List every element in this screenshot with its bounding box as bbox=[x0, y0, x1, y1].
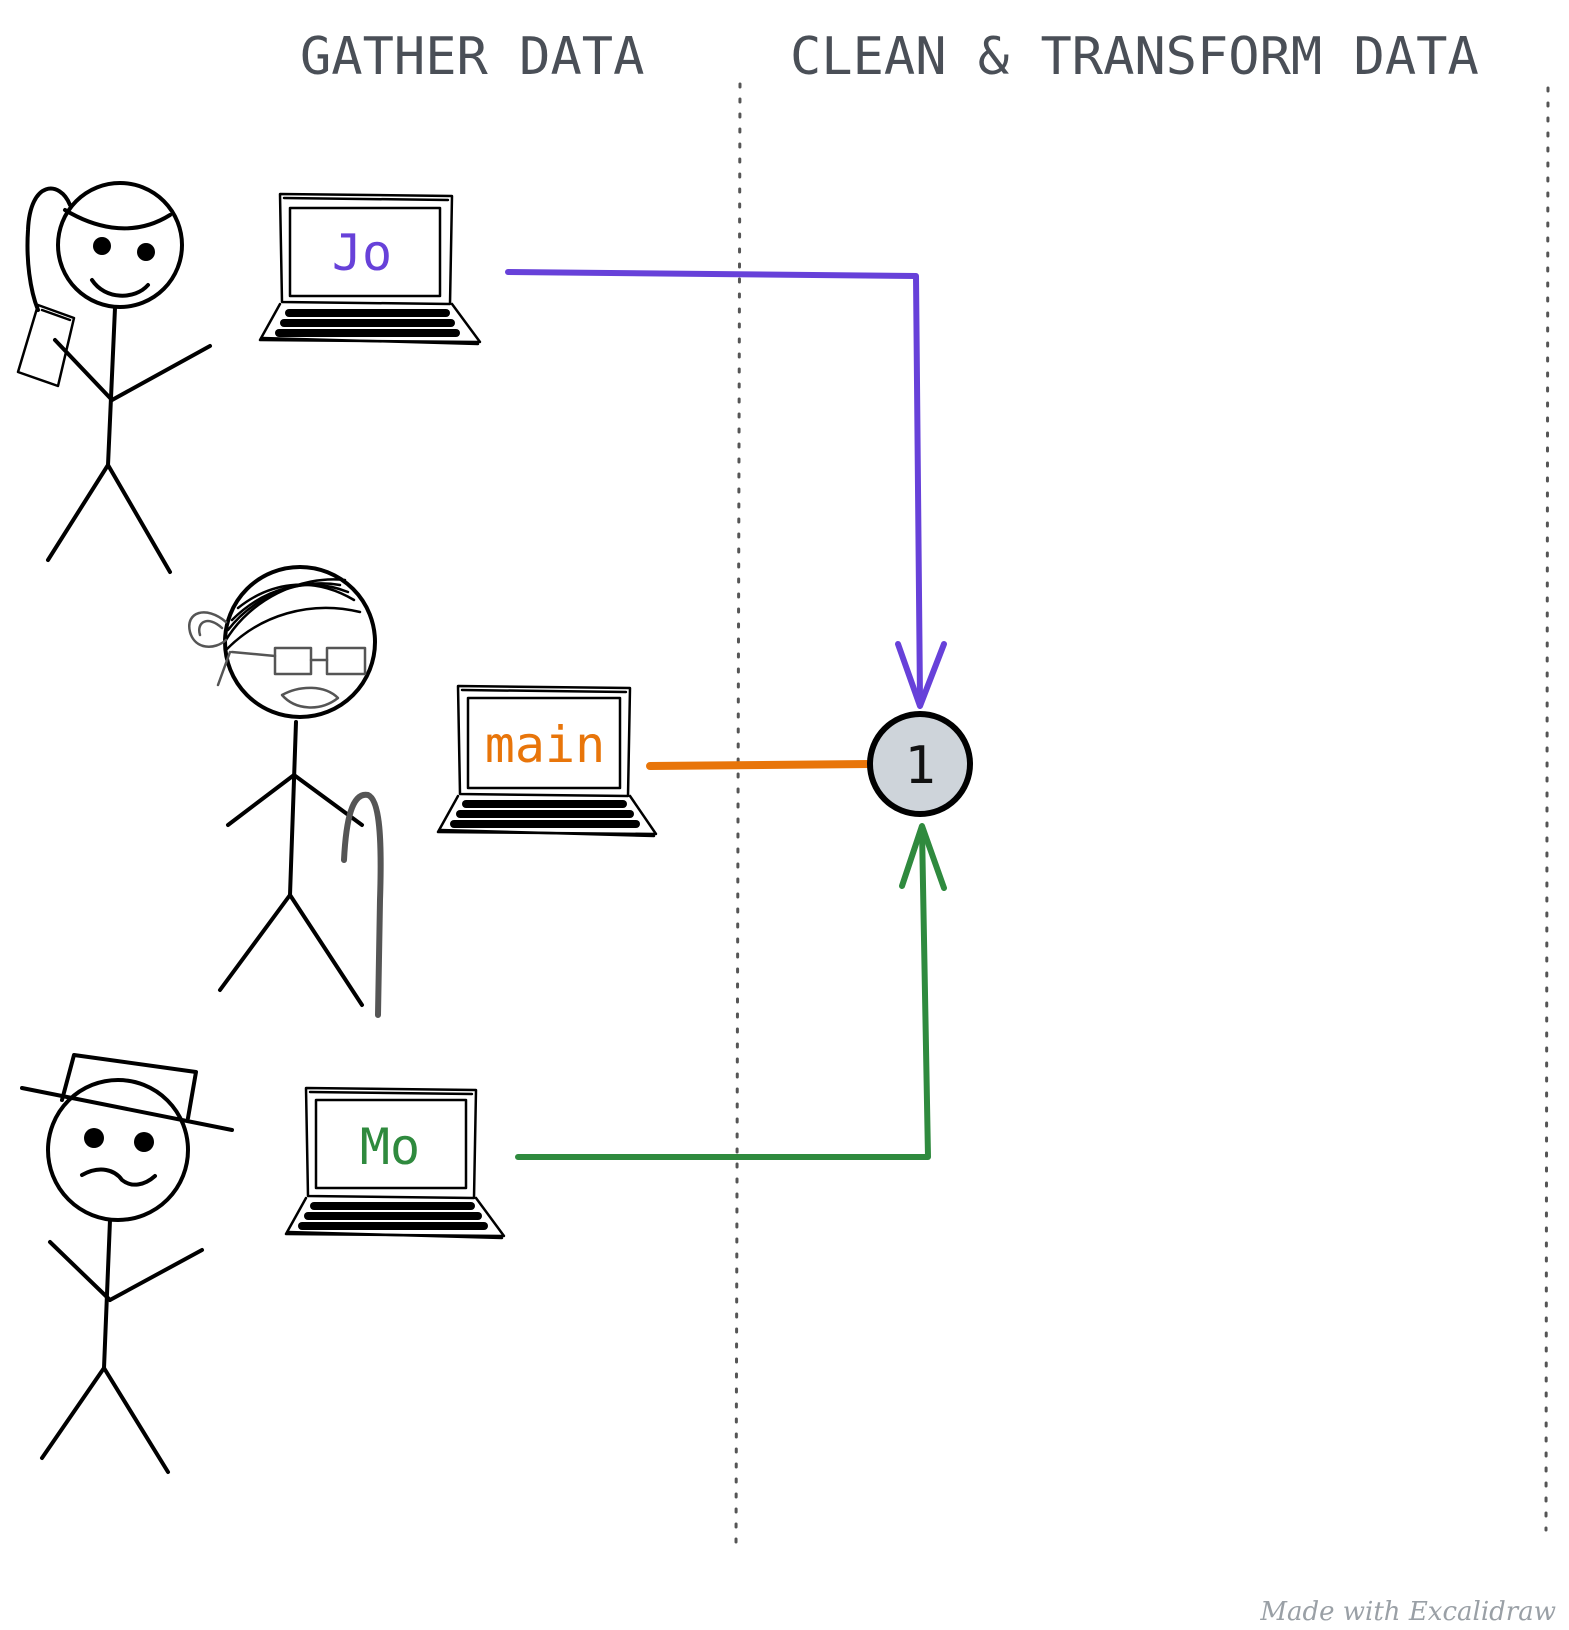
laptop-main-label: main bbox=[485, 716, 605, 774]
node-1-label: 1 bbox=[904, 736, 935, 796]
watermark: Made with Excalidraw bbox=[1259, 1597, 1556, 1627]
line-main-to-node bbox=[646, 760, 874, 770]
arrow-jo-to-node bbox=[505, 269, 947, 709]
stick-figure-mo bbox=[20, 1053, 234, 1474]
laptop-mo: Mo bbox=[284, 1086, 506, 1240]
heading-clean-transform-data: CLEAN & TRANSFORM DATA bbox=[790, 27, 1479, 87]
node-1: 1 bbox=[867, 711, 973, 817]
arrow-mo-to-node bbox=[515, 823, 947, 1160]
laptop-main: main bbox=[436, 684, 658, 838]
laptop-jo: Jo bbox=[258, 192, 482, 346]
heading-gather-data: GATHER DATA bbox=[300, 27, 644, 87]
divider-left bbox=[734, 82, 742, 1552]
divider-right bbox=[1544, 86, 1550, 1532]
laptop-jo-label: Jo bbox=[332, 224, 392, 282]
stick-figure-jo bbox=[16, 181, 212, 574]
stick-figure-main bbox=[188, 565, 384, 1018]
laptop-mo-label: Mo bbox=[360, 1118, 420, 1176]
